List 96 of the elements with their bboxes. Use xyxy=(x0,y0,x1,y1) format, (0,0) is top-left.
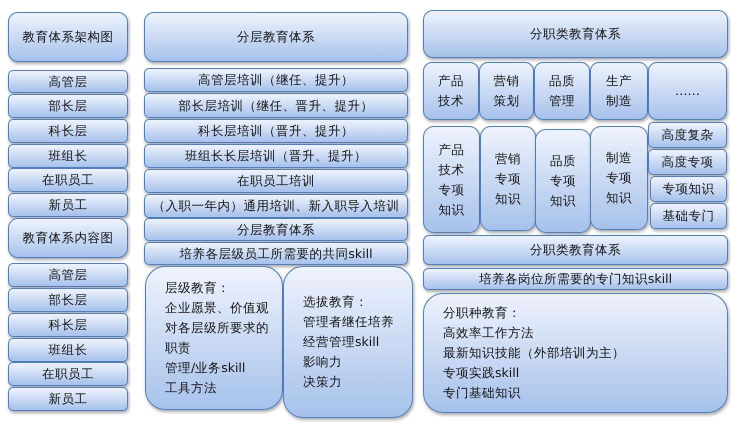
level-bar xyxy=(144,68,408,92)
level-bar xyxy=(648,62,727,120)
category-label: 营销专项知识 xyxy=(494,150,522,208)
header-text: 教育体系内容图 xyxy=(22,230,114,246)
header-text: 教育体系架构图 xyxy=(22,29,114,45)
content-heading: 分职种教育： xyxy=(443,304,521,322)
level-label: 在职员工培训 xyxy=(237,173,315,189)
level-bar xyxy=(144,119,408,143)
level-label: 培养各层级员工所需要的共同skill xyxy=(179,246,373,262)
category-tile xyxy=(423,62,479,120)
content-item: 专项实践skill xyxy=(443,364,520,382)
category-label: 制造专项知识 xyxy=(605,149,633,207)
category-label: 产品技术专项知识 xyxy=(438,140,466,218)
level-bar xyxy=(8,313,128,337)
category-label: 品质专项知识 xyxy=(549,152,577,210)
category-tile xyxy=(479,62,534,120)
category-label: 生产制造 xyxy=(605,72,633,110)
level-bar xyxy=(8,144,128,168)
content-item: 对各层级所要求的职责 xyxy=(165,319,270,357)
level-label: 在职员工 xyxy=(42,366,94,382)
header-text: 分层教育体系 xyxy=(237,29,315,45)
level-bar xyxy=(8,263,128,287)
level-label: 高管层 xyxy=(48,267,88,283)
level-label: 部长层 xyxy=(48,292,88,308)
category-label: 品质管理 xyxy=(548,72,576,110)
level-bar xyxy=(650,176,727,202)
content-heading: 层级教育： xyxy=(165,279,230,297)
level-bar xyxy=(650,203,727,229)
header-panel xyxy=(8,218,128,258)
level-bar xyxy=(8,338,128,362)
level-label: 科长层 xyxy=(48,317,88,333)
level-bar xyxy=(144,194,408,218)
category-tile xyxy=(590,62,648,120)
content-panel xyxy=(283,266,413,418)
level-bar xyxy=(423,268,728,290)
category-label: 产品技术 xyxy=(437,72,465,110)
level-label: 专项知识 xyxy=(662,181,714,197)
level-bar xyxy=(144,144,408,168)
level-label: （入职一年内）通用培训、新入职导入培训 xyxy=(152,198,400,214)
header-text: 分职类教育体系 xyxy=(530,26,621,42)
category-tile xyxy=(480,126,536,231)
level-bar xyxy=(8,168,128,192)
level-bar xyxy=(8,387,128,411)
level-bar xyxy=(144,218,408,241)
content-item: 专门基础知识 xyxy=(443,384,521,402)
category-tile xyxy=(590,126,648,230)
level-bar xyxy=(8,288,128,312)
content-panel xyxy=(145,266,283,410)
level-bar xyxy=(648,122,727,148)
level-bar xyxy=(144,93,408,118)
header-panel xyxy=(8,12,128,62)
level-bar xyxy=(8,362,128,386)
content-heading: 选拔教育： xyxy=(303,293,368,311)
content-item: 决策力 xyxy=(303,373,342,391)
level-label: 高度专项 xyxy=(662,154,714,170)
level-label: 分层教育体系 xyxy=(237,222,315,238)
level-label: 高度复杂 xyxy=(662,127,714,143)
category-tile xyxy=(534,62,590,120)
level-label: 高管层 xyxy=(48,74,88,90)
category-tile xyxy=(423,126,480,233)
level-label: 高管层培训（继任、提升） xyxy=(198,72,354,88)
level-label: 班组长 xyxy=(48,342,88,358)
level-label: 部长层培训（继任、晋升、提升） xyxy=(178,98,374,114)
content-item: 经营管理skill xyxy=(303,333,380,351)
content-panel xyxy=(423,293,728,413)
level-bar xyxy=(648,149,727,175)
level-label: 科长层 xyxy=(48,123,88,139)
level-label: 部长层 xyxy=(48,98,88,114)
level-bar xyxy=(8,119,128,143)
level-bar xyxy=(144,169,408,193)
level-label: 班组长长层培训（晋升、提升） xyxy=(185,148,367,164)
content-item: 工具方法 xyxy=(165,379,217,397)
header-panel xyxy=(144,12,408,62)
level-label: 科长层培训（晋升、提升） xyxy=(198,123,354,139)
content-item: 企业愿景、价值观 xyxy=(165,299,269,317)
category-tile xyxy=(535,129,591,233)
content-item: 最新知识技能（外部培训为主） xyxy=(443,344,625,362)
content-item: 管理/业务skill xyxy=(165,359,246,377)
level-label: 班组长 xyxy=(48,148,88,164)
level-bar xyxy=(8,94,128,118)
category-label: 营销策划 xyxy=(492,72,520,110)
level-label: 分职类教育体系 xyxy=(530,242,621,258)
level-label: …… xyxy=(675,83,700,99)
level-bar xyxy=(144,242,408,265)
level-bar xyxy=(423,235,728,265)
level-label: 基础专门 xyxy=(662,208,714,224)
header-panel xyxy=(423,10,728,58)
content-item: 管理者继任培养 xyxy=(303,313,394,331)
level-label: 在职员工 xyxy=(42,172,94,188)
content-item: 高效率工作方法 xyxy=(443,324,534,342)
level-bar xyxy=(8,193,128,217)
level-label: 新员工 xyxy=(48,197,88,213)
level-bar xyxy=(8,70,128,93)
level-label: 培养各岗位所需要的专门知识skill xyxy=(478,271,672,287)
level-label: 新员工 xyxy=(48,391,88,407)
content-item: 影响力 xyxy=(303,353,342,371)
